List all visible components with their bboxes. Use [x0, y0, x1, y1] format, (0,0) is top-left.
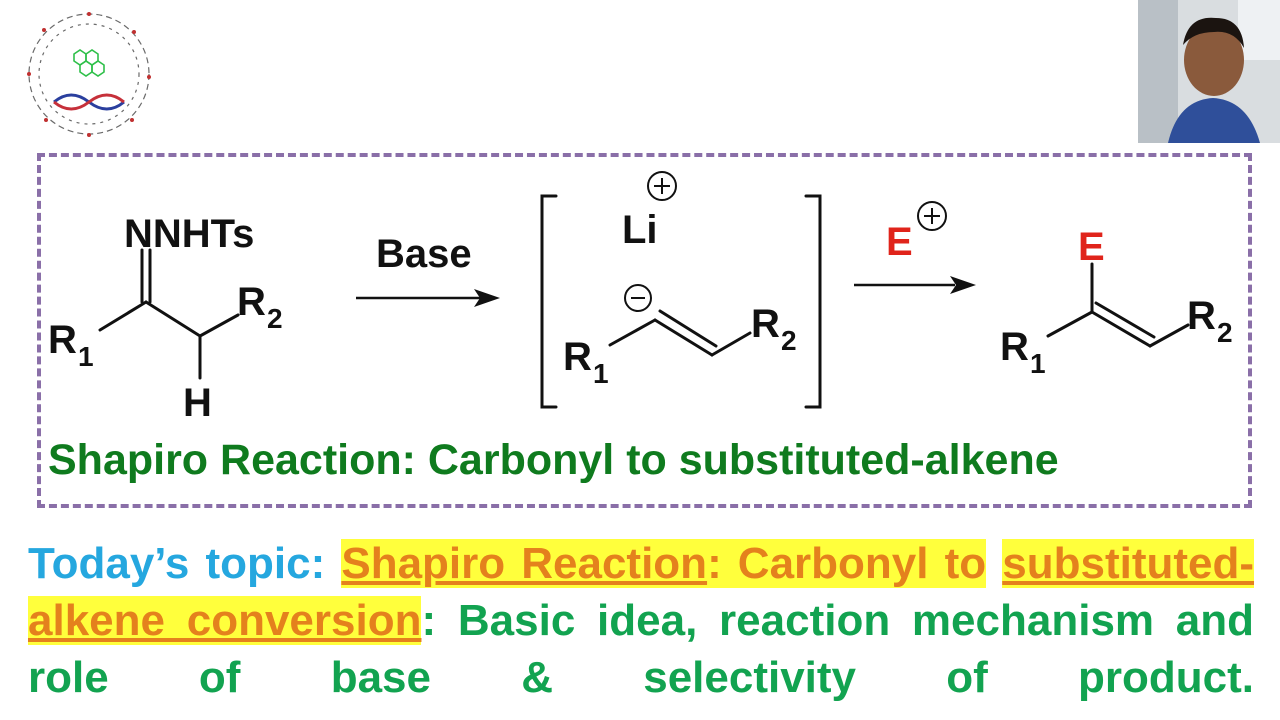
bracket-right	[804, 194, 822, 409]
electrophile-plus-charge-icon	[917, 201, 947, 231]
reactant-r2-subscript: 2	[267, 303, 283, 334]
product-r1-bond	[1046, 310, 1094, 338]
topic-tail: Basic idea, reaction mechanism and role …	[28, 596, 1255, 702]
reactant-r1-bond	[98, 300, 148, 332]
intermediate-alkene-a	[653, 318, 714, 357]
reactant-h-label: H	[183, 381, 212, 425]
cyclodextrin-dna-logo-icon	[27, 12, 151, 137]
reactant-r2-label: R	[237, 280, 266, 324]
product-e-label: E	[1078, 225, 1105, 269]
arrow-1-head	[474, 289, 500, 307]
base-reagent-label: Base	[376, 232, 472, 276]
topic-paragraph: Today’s topic: Shapiro Reaction: Carbony…	[28, 535, 1255, 706]
intermediate-r1-bond	[608, 318, 657, 347]
product-r2-subscript: 2	[1217, 317, 1233, 348]
presenter-avatar-icon	[1138, 0, 1280, 143]
reactant-ch-bond	[144, 300, 202, 338]
reactant-nnhts-label: NNHTs	[124, 212, 254, 256]
li-plus-charge-icon	[647, 171, 677, 201]
topic-lead: Today’s topic:	[28, 539, 326, 588]
carbanion-minus-charge-icon	[624, 284, 652, 312]
intermediate-r1-subscript: 1	[593, 358, 609, 389]
product-r1-subscript: 1	[1030, 348, 1046, 379]
intermediate-r1-label: R	[563, 335, 592, 379]
reactant-r2-bond	[198, 313, 240, 338]
product-alkene-a	[1090, 310, 1152, 348]
topic-colon: :	[421, 596, 437, 645]
intermediate-r2-label: R	[751, 302, 780, 346]
intermediate-alkene-b	[658, 309, 718, 348]
topic-highlight-rest: : Carbonyl to	[707, 539, 987, 588]
electrophile-reagent-label: E	[886, 220, 913, 264]
topic-reaction-name: Shapiro Reaction	[341, 539, 708, 588]
topic-conversion: substituted-alkene conversion	[28, 539, 1255, 645]
intermediate-r2-subscript: 2	[781, 325, 797, 356]
arrow-2-head	[950, 276, 976, 294]
product-r1-label: R	[1000, 325, 1029, 369]
product-r2-bond	[1148, 323, 1190, 348]
presenter-photo	[1138, 0, 1280, 143]
product-alkene-b	[1094, 301, 1156, 339]
reaction-caption: Shapiro Reaction: Carbonyl to substitute…	[48, 436, 1059, 484]
bracket-left	[540, 194, 558, 409]
product-r2-label: R	[1187, 294, 1216, 338]
lithium-counterion-label: Li	[622, 208, 658, 252]
reactant-r1-label: R	[48, 318, 77, 362]
reactant-r1-subscript: 1	[78, 341, 94, 372]
intermediate-r2-bond	[710, 331, 752, 357]
reaction-frame	[37, 153, 1252, 508]
